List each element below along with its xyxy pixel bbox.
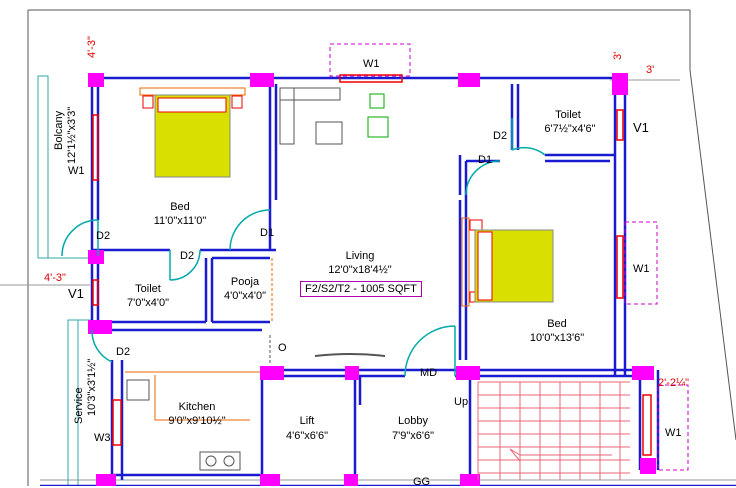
living-size: 12'0"x18'4½"	[328, 264, 392, 276]
staircase	[477, 381, 630, 480]
service-size: 10'3"x3'1½"	[86, 358, 98, 416]
door-swings	[61, 118, 546, 377]
d2-toilet1: D2	[493, 130, 508, 142]
living-name: Living	[345, 250, 375, 262]
d1-bed1: D1	[260, 227, 275, 239]
columns	[88, 73, 656, 486]
windows	[92, 74, 652, 456]
dim-top-right: 3'	[612, 51, 624, 60]
bed-1	[139, 87, 246, 178]
balcony-size: 12'1½"x3'3"	[66, 106, 78, 164]
d2-kitchen: D2	[116, 346, 131, 358]
sofa-set	[279, 87, 389, 145]
o-tag: O	[278, 342, 287, 354]
bed2-name: Bed	[547, 318, 567, 330]
md-tag: MD	[420, 367, 438, 379]
d2-toilet2: D2	[180, 250, 195, 262]
bed1-name: Bed	[170, 201, 190, 213]
balcony-name: Bolcany	[53, 110, 65, 150]
gg-tag: GG	[413, 476, 431, 488]
w3: W3	[94, 432, 111, 444]
pooja-name: Pooja	[230, 276, 260, 288]
bed-2	[461, 217, 554, 307]
main-entrance-threshold	[314, 353, 386, 357]
lift-size: 4'6"x6'6"	[286, 430, 328, 442]
kitchen-name: Kitchen	[178, 401, 216, 413]
lift-name: Lift	[299, 415, 315, 427]
window-projections	[329, 43, 689, 471]
dim-right: 3'	[646, 64, 655, 76]
bed2-size: 10'0"x13'6"	[529, 332, 585, 344]
lobby-name: Lobby	[398, 415, 428, 427]
w1-top: W1	[363, 58, 380, 70]
d1-bed2: D1	[478, 154, 493, 166]
dim-top-left: 4'-3"	[86, 36, 98, 58]
toilet2-name: Toilet	[135, 283, 161, 295]
v1-left: V1	[68, 286, 84, 301]
toilet1-name: Toilet	[555, 109, 581, 121]
dim-left-middle: 4'-3"	[44, 272, 66, 284]
d2-bed1: D2	[96, 230, 111, 242]
w1-right: W1	[633, 263, 650, 275]
up-tag: Up	[454, 396, 469, 408]
bed1-size: 11'0"x11'0"	[153, 215, 207, 227]
dim-bottom-right: 2'-2¼"	[658, 377, 690, 389]
toilet1-size: 6'7½"x4'6"	[544, 123, 596, 135]
toilet2-size: 7'0"x4'0"	[127, 297, 169, 309]
pooja-opening	[269, 258, 273, 365]
v1-right: V1	[633, 120, 649, 135]
w1-left: W1	[68, 165, 85, 177]
w1-bottom-right: W1	[665, 427, 682, 439]
pooja-size: 4'0"x4'0"	[224, 290, 266, 302]
kitchen-platform	[125, 371, 260, 471]
kitchen-size: 9'0"x9'10½"	[168, 415, 226, 427]
service-name: Service	[73, 387, 85, 424]
lobby-size: 7'9"x6'6"	[392, 430, 434, 442]
area-label: F2/S2/T2 - 1005 SQFT	[300, 281, 422, 297]
